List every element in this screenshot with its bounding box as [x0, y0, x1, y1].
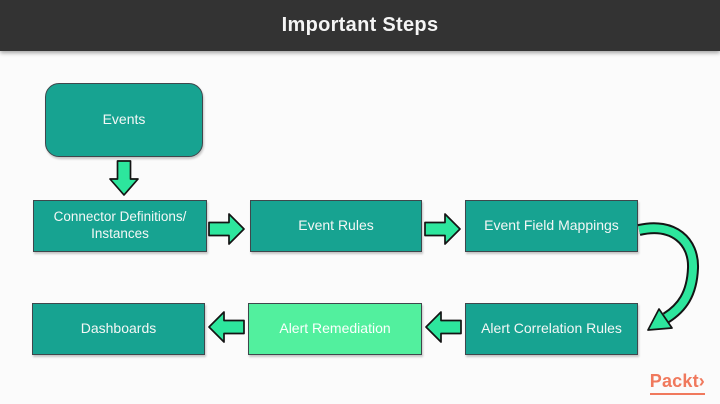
flowchart-node-alert-remediation: Alert Remediation — [248, 303, 422, 355]
node-label: Alert Correlation Rules — [481, 320, 622, 337]
node-label: Dashboards — [80, 320, 157, 337]
left-arrow-icon — [425, 311, 462, 343]
title-bar: Important Steps — [0, 0, 720, 51]
flowchart-node-events: Events — [45, 83, 203, 157]
right-arrow-icon — [208, 213, 245, 245]
flowchart-node-dashboards: Dashboards — [32, 303, 205, 355]
packt-logo: Packt› — [649, 371, 705, 395]
flowchart-node-event-rules: Event Rules — [250, 200, 422, 252]
node-label: Alert Remediation — [279, 320, 391, 337]
curved-down-arrow-icon — [637, 222, 699, 331]
flowchart-node-connector-definitions: Connector Definitions/ Instances — [33, 200, 207, 252]
left-arrow-icon — [208, 311, 245, 343]
node-label: Event Field Mappings — [484, 217, 619, 234]
down-arrow-icon — [109, 160, 139, 196]
node-label-line1: Connector Definitions/ — [53, 209, 187, 225]
right-arrow-icon — [424, 213, 461, 245]
slide-title: Important Steps — [281, 14, 439, 36]
node-label: Event Rules — [298, 217, 374, 234]
flowchart-node-alert-correlation-rules: Alert Correlation Rules — [465, 303, 638, 355]
node-label-line2: Instances — [91, 226, 149, 241]
flowchart-node-event-field-mappings: Event Field Mappings — [465, 200, 638, 252]
node-label: Events — [102, 111, 146, 128]
